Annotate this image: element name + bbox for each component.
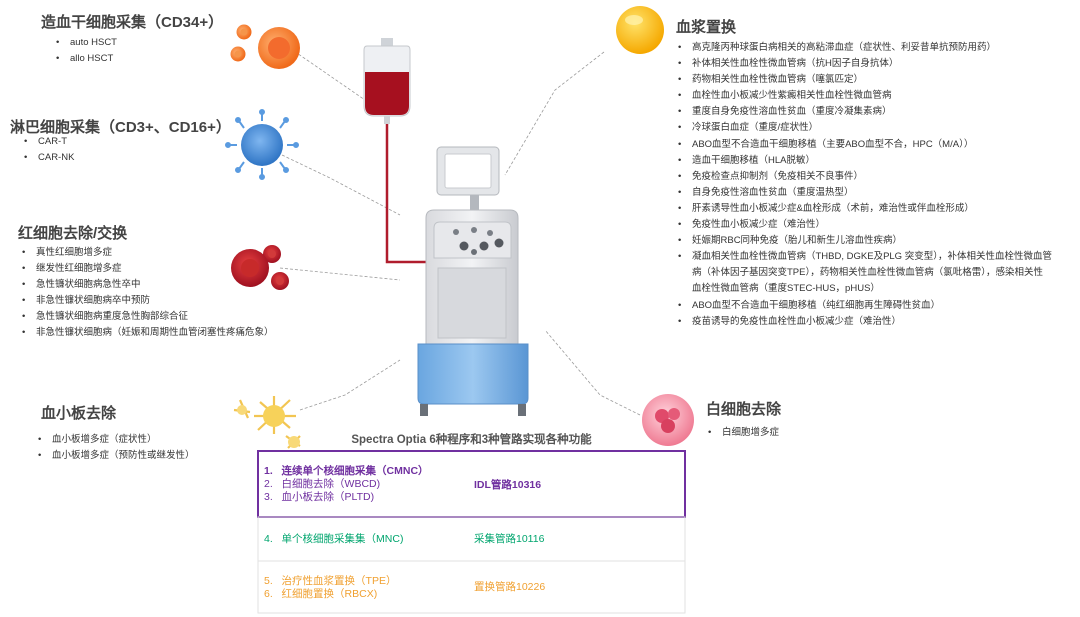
list-item: 血小板增多症（症状性） — [36, 432, 195, 448]
list-item: 白细胞增多症 — [706, 425, 779, 441]
list-item: 急性镰状细胞病急性卒中 — [20, 277, 274, 293]
program-item-6: 6. 红细胞置换（RBCX) — [264, 588, 378, 600]
program-item-3: 3. 血小板去除（PLTD) — [264, 491, 375, 503]
list-item: allo HSCT — [54, 51, 117, 67]
list-item: 药物相关性血栓性微血管病（噻氯匹定） — [676, 72, 1052, 88]
programs-title: Spectra Optia 6种程序和3种管路实现各种功能 — [351, 434, 592, 446]
list-cd34: auto HSCT allo HSCT — [54, 35, 117, 67]
list-item: 补体相关性血栓性微血管病（抗H因子自身抗体） — [676, 56, 1052, 72]
list-item: 免疫性血小板减少症（难治性） — [676, 217, 1052, 233]
tubing-idl: IDL管路10316 — [474, 479, 542, 491]
list-item: CAR-T — [22, 134, 74, 150]
program-item-1: 1. 连续单个核细胞采集（CMNC） — [264, 465, 429, 477]
section-title-wbc: 白细胞去除 — [706, 401, 782, 418]
list-item: ABO血型不合造血干细胞移植（主要ABO血型不合，HPC（M/A）） — [676, 137, 1052, 153]
list-item: 急性镰状细胞病重度急性胸部综合征 — [20, 309, 274, 325]
list-item: 免疫检查点抑制剂（免疫相关不良事件） — [676, 169, 1052, 185]
list-item: 疫苗诱导的免疫性血栓性血小板减少症（难治性） — [676, 314, 1052, 330]
list-item: 重度自身免疫性溶血性贫血（重度冷凝集素病） — [676, 104, 1052, 120]
list-item: 造血干细胞移植（HLA脱敏） — [676, 153, 1052, 169]
list-item: CAR-NK — [22, 150, 74, 166]
list-item: 继发性红细胞增多症 — [20, 261, 274, 277]
list-plasma: 高克隆丙种球蛋白病相关的高粘滞血症（症状性、利妥昔单抗预防用药） 补体相关性血栓… — [676, 40, 1052, 330]
list-item: 真性红细胞增多症 — [20, 245, 274, 261]
list-item: 自身免疫性溶血性贫血（重度温热型） — [676, 185, 1052, 201]
list-item: 冷球蛋白血症（重度/症状性） — [676, 120, 1052, 136]
program-box-exchange — [257, 560, 686, 614]
section-title-plasma: 血浆置换 — [676, 19, 737, 36]
list-item: 高克隆丙种球蛋白病相关的高粘滞血症（症状性、利妥昔单抗预防用药） — [676, 40, 1052, 56]
list-wbc: 白细胞增多症 — [706, 425, 779, 441]
list-rbc: 真性红细胞增多症 继发性红细胞增多症 急性镰状细胞病急性卒中 非急性镰状细胞病卒… — [20, 245, 274, 342]
list-item: 凝血相关性血栓性微血管病（THBD, DGKE及PLG 突变型），补体相关性血栓… — [676, 249, 1052, 297]
list-lymphocyte: CAR-T CAR-NK — [22, 134, 74, 166]
section-title-platelet: 血小板去除 — [41, 405, 117, 422]
tubing-collection: 采集管路10116 — [474, 533, 545, 545]
list-item: 非急性镰状细胞病卒中预防 — [20, 293, 274, 309]
list-item: auto HSCT — [54, 35, 117, 51]
tubing-exchange: 置换管路10226 — [474, 581, 546, 593]
program-item-2: 2. 白细胞去除（WBCD) — [264, 478, 381, 490]
plasma-drop-icon — [616, 6, 664, 54]
white-blood-cell-icon — [642, 394, 694, 446]
blue-lymphocyte-icon — [225, 109, 299, 180]
list-item: 非急性镰状细胞病（妊娠和周期性血管闭塞性疼痛危象） — [20, 325, 274, 341]
platelet-icon — [233, 396, 301, 449]
blood-bag-icon — [363, 38, 411, 124]
program-item-5: 5. 治疗性血浆置换（TPE） — [264, 575, 397, 587]
blood-tube — [385, 124, 428, 264]
dashed-connectors — [277, 39, 641, 416]
list-item: 妊娠期RBC同种免疫（胎儿和新生儿溶血性疾病） — [676, 233, 1052, 249]
list-item: ABO血型不合造血干细胞移植（纯红细胞再生障碍性贫血） — [676, 298, 1052, 314]
list-item: 肝素诱导性血小板减少症&血栓形成（术前，难治性或伴血栓形成） — [676, 201, 1052, 217]
list-item: 血栓性血小板减少性紫癜相关性血栓性微血管病 — [676, 88, 1052, 104]
apheresis-machine-icon — [417, 146, 529, 416]
list-item: 血小板增多症（预防性或继发性） — [36, 448, 195, 464]
program-item-4: 4. 单个核细胞采集集（MNC) — [264, 533, 404, 545]
section-title-lymphocyte: 淋巴细胞采集（CD3+、CD16+） — [10, 119, 231, 136]
section-title-rbc: 红细胞去除/交换 — [18, 225, 128, 242]
orange-stem-cells-icon — [230, 24, 300, 69]
list-platelet: 血小板增多症（症状性） 血小板增多症（预防性或继发性） — [36, 432, 195, 464]
section-title-cd34: 造血干细胞采集（CD34+） — [41, 14, 224, 31]
